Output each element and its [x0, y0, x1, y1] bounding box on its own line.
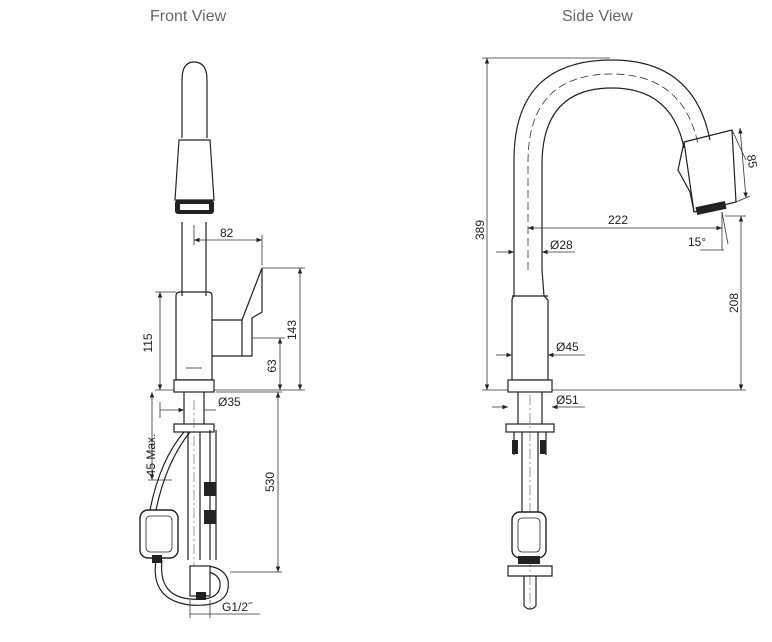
front-spray-head: [174, 139, 215, 201]
front-handle: [212, 267, 263, 357]
side-connector: [507, 565, 553, 577]
dim-diameter-51: Ø51: [556, 393, 579, 407]
dim-222: 222: [608, 213, 628, 227]
dim-82: 82: [220, 226, 234, 240]
dim-15-degree: 15°: [688, 235, 706, 249]
dim-diameter-35: Ø35: [218, 395, 241, 409]
front-view-title: Front View: [150, 8, 227, 25]
front-base: [173, 379, 215, 393]
dim-85: 85: [744, 154, 760, 170]
front-body: [175, 291, 213, 381]
side-view-title: Side View: [562, 8, 633, 25]
dim-389: 389: [473, 220, 487, 240]
side-body: [511, 269, 549, 381]
front-connector: [189, 565, 211, 597]
dim-diameter-28: Ø28: [550, 238, 573, 252]
dim-115: 115: [141, 333, 155, 352]
front-dimension-lines: [148, 225, 305, 618]
side-base: [507, 379, 553, 393]
front-hose-loop: [154, 559, 229, 606]
side-hose-weight: [511, 511, 547, 559]
side-dimension-lines: [482, 57, 751, 410]
dim-63: 63: [265, 359, 279, 373]
front-spout-top: [181, 61, 208, 138]
dim-diameter-45: Ø45: [556, 340, 579, 354]
front-view-faucet: [139, 61, 263, 606]
front-hose: [149, 431, 185, 511]
side-gooseneck-inner: [541, 87, 685, 270]
dim-208: 208: [727, 293, 741, 313]
side-view-faucet: [505, 59, 737, 610]
dim-530: 530: [263, 472, 277, 492]
side-gooseneck-outer: [513, 59, 711, 270]
dim-g-half-inch: G1/2˝: [222, 600, 253, 614]
dim-143: 143: [285, 320, 299, 340]
dim-45-max: 45 Max.: [144, 434, 158, 477]
